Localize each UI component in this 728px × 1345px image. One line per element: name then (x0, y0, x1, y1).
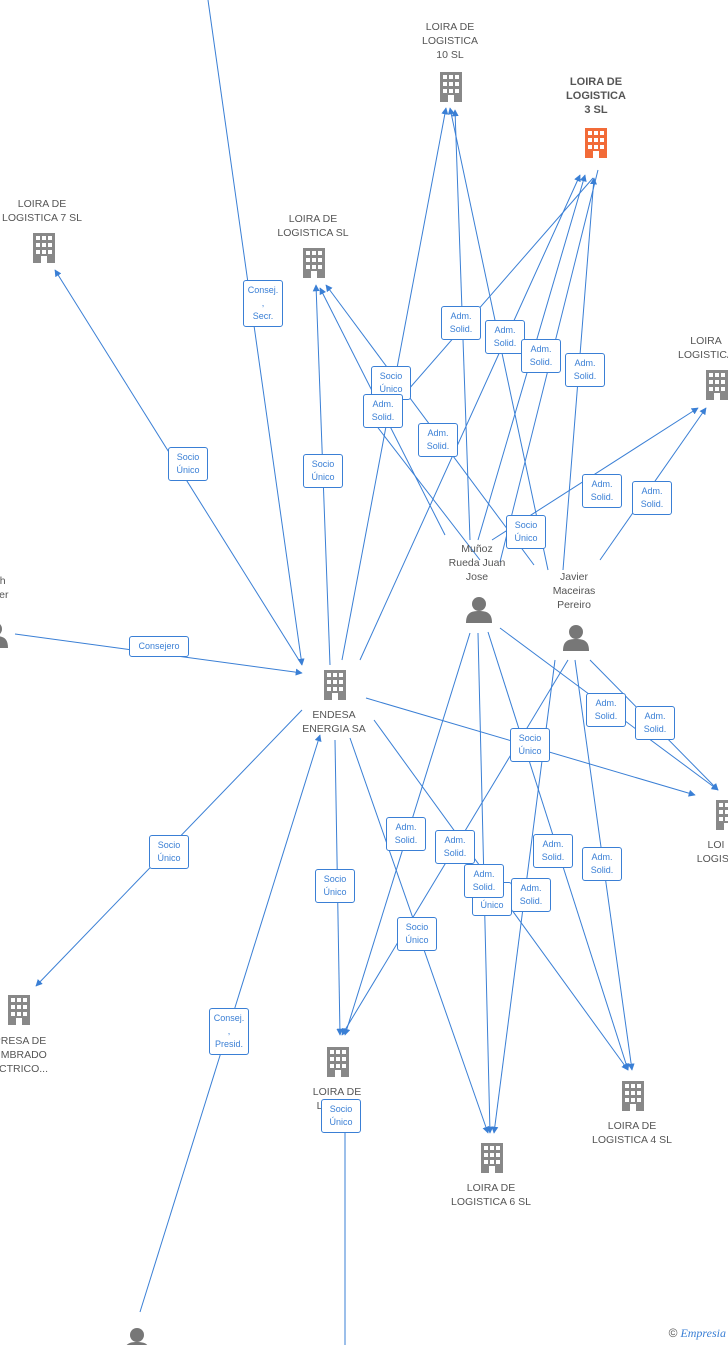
node-label: LOIRA DE LOGISTICA 4 SL (592, 1120, 672, 1146)
edge-label[interactable]: Socio Único (149, 835, 189, 869)
edge-label[interactable]: Adm. Solid. (441, 306, 481, 340)
person-icon-bottomPerson[interactable] (124, 1328, 150, 1345)
edge-label[interactable]: Adm. Solid. (464, 864, 504, 898)
edge-label[interactable]: Adm. Solid. (635, 706, 675, 740)
edge-line (371, 419, 481, 561)
node-label: ENDESA ENERGIA SA (302, 709, 366, 735)
node-loiraSL[interactable]: LOIRA DE LOGISTICA SL (263, 212, 363, 240)
edge-label[interactable]: Consej. , Presid. (209, 1008, 249, 1055)
edge-label[interactable]: Adm. Solid. (586, 693, 626, 727)
node-loira10[interactable]: LOIRA DE LOGISTICA 10 SL (405, 20, 495, 62)
node-loira6[interactable]: LOIRA DE LOGISTICA 6 SL (441, 1181, 541, 1209)
node-empresa[interactable]: PRESA DE UMBRADO ECTRICO... (0, 1034, 60, 1076)
edge-label[interactable]: Socio Único (506, 515, 546, 549)
building-icon-loira3[interactable] (585, 128, 607, 158)
building-icon-endesa[interactable] (324, 670, 346, 700)
edge-label[interactable]: Adm. Solid. (511, 878, 551, 912)
edge-line (407, 177, 594, 391)
node-label: LOIRA DE LOGISTICA 7 SL (2, 198, 82, 224)
node-label: LOIRA DE LOGISTICA SL (277, 213, 349, 239)
edge-label[interactable]: Socio Único (303, 454, 343, 488)
node-loiraRight2[interactable]: LOI LOGIST (686, 838, 728, 866)
building-icon-loira10[interactable] (440, 72, 462, 102)
building-icon-loiraRight1[interactable] (706, 370, 728, 400)
node-endesa[interactable]: ENDESA ENERGIA SA (289, 708, 379, 736)
edge-label[interactable]: Socio Único (168, 447, 208, 481)
node-label: LOIRA DE LOGISTICA 10 SL (421, 21, 478, 61)
edge-label[interactable]: Adm. Solid. (435, 830, 475, 864)
node-label: PRESA DE UMBRADO ECTRICO... (0, 1035, 48, 1075)
edge-label[interactable]: Consej. , Secr. (243, 280, 283, 327)
node-leftPerson[interactable]: ch vier (0, 574, 17, 602)
edge-line (207, 0, 305, 666)
person-icon-leftPerson[interactable] (0, 622, 8, 648)
building-icon-loiraSL[interactable] (303, 248, 325, 278)
node-label: Muñoz Rueda Juan Jose (448, 543, 506, 583)
edge-label[interactable]: Socio Único (510, 728, 550, 762)
edge-label[interactable]: Adm. Solid. (533, 834, 573, 868)
node-munoz[interactable]: Muñoz Rueda Juan Jose (437, 542, 517, 584)
node-label: LOIRA DE LOGISTICA 6 SL (451, 1182, 531, 1208)
node-loira3[interactable]: LOIRA DE LOGISTICA 3 SL (551, 75, 641, 117)
person-icon-javier[interactable] (563, 625, 589, 651)
building-icon-loira4[interactable] (622, 1081, 644, 1111)
edge-line (359, 174, 581, 661)
copyright-symbol: © (668, 1326, 678, 1340)
node-javier[interactable]: Javier Maceiras Pereiro (534, 570, 614, 612)
edge-label[interactable]: Consejero (129, 636, 189, 657)
node-loiraRight1[interactable]: LOIRA LOGISTICA (671, 334, 728, 362)
edge-label[interactable]: Adm. Solid. (521, 339, 561, 373)
node-loira4[interactable]: LOIRA DE LOGISTICA 4 SL (582, 1119, 682, 1147)
edge-label[interactable]: Socio Único (315, 869, 355, 903)
person-icon-munoz[interactable] (466, 597, 492, 623)
building-icon-loiraMid[interactable] (327, 1047, 349, 1077)
edge-label[interactable]: Adm. Solid. (386, 817, 426, 851)
node-label: LOIRA DE LOGISTICA 3 SL (566, 76, 626, 116)
edge-label[interactable]: Adm. Solid. (582, 474, 622, 508)
node-label: ch vier (0, 575, 9, 601)
footer-brand: ©Empresia (669, 1326, 726, 1341)
node-label: LOIRA LOGISTICA (677, 335, 728, 361)
node-label: LOI LOGIST (696, 839, 728, 865)
edge-label[interactable]: Adm. Solid. (363, 394, 403, 428)
node-loira7[interactable]: LOIRA DE LOGISTICA 7 SL (0, 197, 92, 225)
building-icon-loiraRight2[interactable] (716, 800, 728, 830)
brand-name: Empresia (680, 1326, 726, 1340)
edge-label[interactable]: Socio Único (321, 1099, 361, 1133)
node-label: Javier Maceiras Pereiro (552, 571, 596, 611)
edge-label[interactable]: Adm. Solid. (418, 423, 458, 457)
building-icon-loira7[interactable] (33, 233, 55, 263)
edge-label[interactable]: Adm. Solid. (632, 481, 672, 515)
building-icon-loira6[interactable] (481, 1143, 503, 1173)
edge-label[interactable]: Socio Único (397, 917, 437, 951)
building-icon-empresa[interactable] (8, 995, 30, 1025)
edge-label[interactable]: Adm. Solid. (582, 847, 622, 881)
edge-label[interactable]: Adm. Solid. (485, 320, 525, 354)
edge-label[interactable]: Adm. Solid. (565, 353, 605, 387)
